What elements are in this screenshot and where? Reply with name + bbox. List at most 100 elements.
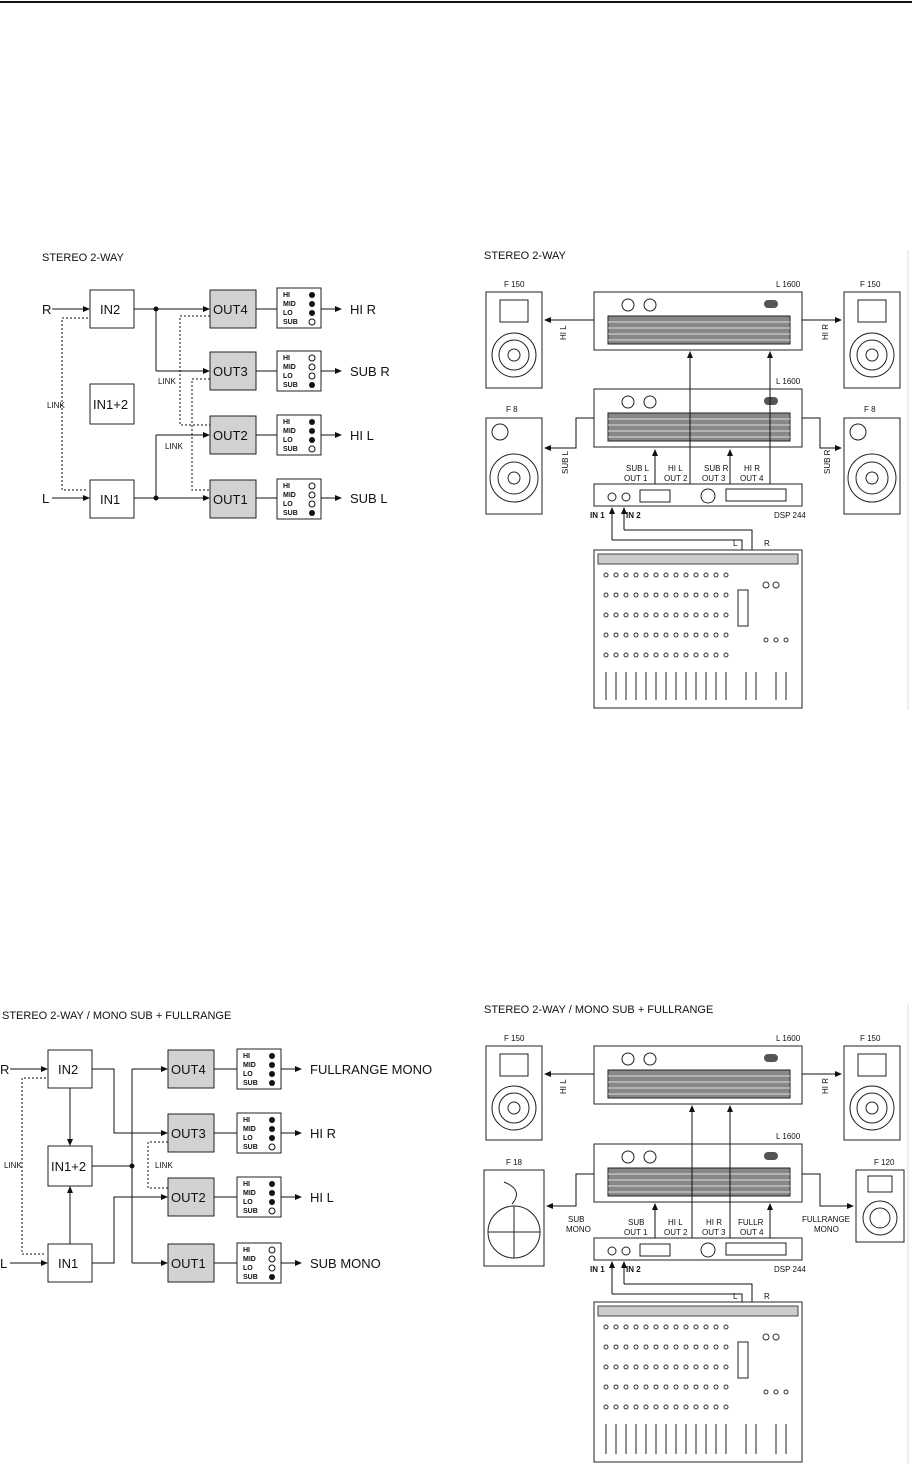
svg-text:OUT 3: OUT 3: [702, 474, 726, 483]
svg-text:LO: LO: [243, 1071, 253, 1078]
svg-text:OUT 4: OUT 4: [740, 1228, 764, 1237]
svg-text:IN1: IN1: [58, 1256, 78, 1271]
svg-text:F 18: F 18: [506, 1158, 523, 1167]
svg-text:OUT 4: OUT 4: [740, 474, 764, 483]
svg-text:HI: HI: [243, 1053, 250, 1060]
svg-text:OUT3: OUT3: [171, 1126, 206, 1141]
svg-text:SUB: SUB: [283, 446, 298, 453]
svg-text:MID: MID: [243, 1062, 256, 1069]
svg-text:F 150: F 150: [860, 1034, 881, 1043]
svg-text:HI: HI: [283, 483, 290, 490]
svg-text:HI: HI: [243, 1247, 250, 1254]
output-label-2-4: SUB MONO: [310, 1256, 381, 1271]
svg-text:MID: MID: [283, 364, 296, 371]
svg-text:SUB L: SUB L: [626, 464, 650, 473]
in1-box-2: IN1: [47, 1243, 93, 1283]
mixer-1: [593, 549, 803, 709]
svg-text:HI: HI: [283, 419, 290, 426]
input-l-label-2: L: [0, 1256, 7, 1271]
svg-text:OUT 1: OUT 1: [624, 474, 648, 483]
svg-text:L 1600: L 1600: [776, 377, 801, 386]
svg-text:OUT4: OUT4: [171, 1062, 206, 1077]
mixer-2: [593, 1301, 803, 1463]
svg-text:LO: LO: [283, 373, 293, 380]
in2-box-2: IN2: [47, 1049, 93, 1089]
subwoofer-f18: F 18: [483, 1158, 545, 1267]
out4-label: OUT4: [213, 302, 248, 317]
svg-text:IN 1: IN 1: [590, 511, 605, 520]
speaker-f150-right-2: F 150: [843, 1034, 901, 1141]
svg-text:SUB: SUB: [243, 1274, 258, 1281]
svg-text:LO: LO: [243, 1265, 253, 1272]
speaker-f150-right: F 150: [843, 280, 901, 389]
out3-box: OUT3: [209, 351, 257, 391]
output-label-2: SUB R: [350, 364, 390, 379]
speaker-f8-right: F 8: [843, 405, 901, 515]
svg-text:IN 2: IN 2: [626, 511, 641, 520]
sub-r-label: SUB R: [823, 449, 832, 474]
svg-text:L 1600: L 1600: [776, 1034, 801, 1043]
band-indicator-2-out1: HI MID LO SUB: [236, 1242, 282, 1284]
svg-text:L 1600: L 1600: [776, 280, 801, 289]
output-label-4: SUB L: [350, 491, 388, 506]
output-label-2-3: HI L: [310, 1190, 334, 1205]
svg-text:F 8: F 8: [506, 405, 518, 414]
in1-box: IN1: [89, 479, 135, 519]
band-indicator-out1: HI MID LO SUB: [276, 478, 322, 520]
svg-text:FULLRANGE: FULLRANGE: [802, 1215, 850, 1224]
out2-label: OUT2: [213, 428, 248, 443]
svg-text:OUT 3: OUT 3: [702, 1228, 726, 1237]
svg-text:LO: LO: [283, 437, 293, 444]
svg-text:LO: LO: [283, 501, 293, 508]
svg-text:MID: MID: [283, 492, 296, 499]
svg-text:LO: LO: [283, 310, 293, 317]
output-label-3: HI L: [350, 428, 374, 443]
svg-text:SUB: SUB: [283, 510, 298, 517]
svg-text:MID: MID: [243, 1190, 256, 1197]
svg-text:FULLR: FULLR: [738, 1218, 764, 1227]
in2-label: IN2: [100, 302, 120, 317]
setup-diagram-2: STEREO 2-WAY / MONO SUB + FULLRANGE F 15…: [483, 1004, 909, 1464]
svg-text:F 8: F 8: [864, 405, 876, 414]
setup-diagram-1: STEREO 2-WAY F 150 F 150 F 8 F 8: [484, 250, 909, 710]
svg-text:R: R: [764, 1292, 770, 1301]
in12-box: IN1+2: [89, 383, 135, 425]
svg-text:HI: HI: [283, 355, 290, 362]
output-label-2-2: HI R: [310, 1126, 336, 1141]
svg-text:SUB: SUB: [568, 1215, 584, 1224]
svg-text:LO: LO: [243, 1135, 253, 1142]
svg-text:MONO: MONO: [814, 1225, 839, 1234]
out1-box: OUT1: [209, 479, 257, 519]
svg-text:OUT 2: OUT 2: [664, 1228, 688, 1237]
svg-text:F 120: F 120: [874, 1158, 895, 1167]
svg-text:L: L: [733, 1292, 738, 1301]
svg-text:HI R: HI R: [744, 464, 760, 473]
svg-text:OUT2: OUT2: [171, 1190, 206, 1205]
out3-label: OUT3: [213, 364, 248, 379]
block-diagram-2: STEREO 2-WAY / MONO SUB + FULLRANGE R L …: [0, 1010, 432, 1284]
svg-text:MID: MID: [243, 1256, 256, 1263]
svg-text:SUB: SUB: [283, 382, 298, 389]
link-label-4: LINK: [4, 1161, 22, 1170]
svg-text:IN2: IN2: [58, 1062, 78, 1077]
svg-text:HI R: HI R: [706, 1218, 722, 1227]
output-label-1: HI R: [350, 302, 376, 317]
output-label-2-1: FULLRANGE MONO: [310, 1062, 432, 1077]
in1-label: IN1: [100, 492, 120, 507]
svg-text:LO: LO: [243, 1199, 253, 1206]
svg-text:IN 2: IN 2: [626, 1265, 641, 1274]
svg-text:R: R: [764, 539, 770, 548]
diagram-1-title: STEREO 2-WAY: [42, 252, 125, 264]
hi-r-label-2: HI R: [821, 1078, 830, 1094]
out3-box-2: OUT3: [167, 1113, 215, 1153]
out2-box: OUT2: [209, 415, 257, 455]
setup-2-title: STEREO 2-WAY / MONO SUB + FULLRANGE: [484, 1004, 713, 1016]
speaker-f150-left-2: F 150: [485, 1034, 543, 1141]
svg-text:DSP 244: DSP 244: [774, 511, 806, 520]
svg-text:L 1600: L 1600: [776, 1132, 801, 1141]
input-r-label: R: [42, 302, 51, 317]
svg-text:OUT 2: OUT 2: [664, 474, 688, 483]
